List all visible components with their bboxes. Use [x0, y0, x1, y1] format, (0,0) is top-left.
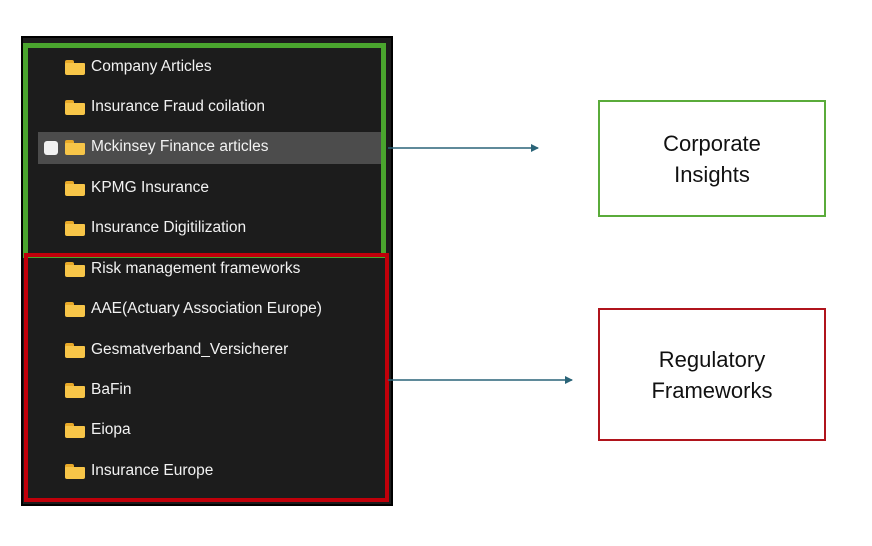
folder-label: Company Articles — [91, 58, 212, 75]
folder-label: AAE(Actuary Association Europe) — [91, 300, 322, 317]
folder-icon — [65, 140, 85, 155]
regulatory-frameworks-line1: Regulatory — [658, 346, 766, 372]
folder-label: Insurance Europe — [91, 462, 214, 479]
folder-item-eiopa[interactable]: Eiopa — [38, 415, 383, 447]
corporate-insights-line1: Corporate — [663, 130, 761, 156]
folder-icon — [65, 423, 85, 438]
checkbox-icon[interactable] — [44, 141, 58, 155]
folder-label: Insurance Fraud coilation — [91, 98, 266, 115]
folder-icon — [65, 181, 85, 196]
folder-label: KPMG Insurance — [91, 179, 210, 196]
regulatory-frameworks-line2: Frameworks — [651, 377, 773, 403]
folder-icon — [65, 464, 85, 479]
regulatory-frameworks-box: Regulatory Frameworks — [598, 308, 826, 441]
folder-item-risk-management[interactable]: Risk management frameworks — [38, 254, 383, 286]
folder-item-bafin[interactable]: BaFin — [38, 375, 383, 407]
folder-item-insurance-fraud[interactable]: Insurance Fraud coilation — [38, 92, 383, 124]
folder-label: Insurance Digitilization — [91, 219, 247, 236]
folder-label: Mckinsey Finance articles — [91, 138, 269, 155]
corporate-insights-box: Corporate Insights — [598, 100, 826, 217]
folder-item-aae[interactable]: AAE(Actuary Association Europe) — [38, 294, 383, 326]
folder-icon — [65, 221, 85, 236]
folder-item-insurance-digitilization[interactable]: Insurance Digitilization — [38, 213, 383, 245]
folder-icon — [65, 343, 85, 358]
folder-icon — [65, 100, 85, 115]
folder-icon — [65, 383, 85, 398]
folder-item-insurance-europe[interactable]: Insurance Europe — [38, 456, 383, 488]
corporate-insights-line2: Insights — [674, 161, 750, 187]
folder-label: Gesmatverband_Versicherer — [91, 341, 289, 358]
folder-item-kpmg[interactable]: KPMG Insurance — [38, 173, 383, 205]
folder-icon — [65, 302, 85, 317]
folder-label: Eiopa — [91, 421, 131, 438]
folder-icon — [65, 60, 85, 75]
folder-item-company-articles[interactable]: Company Articles — [38, 52, 383, 84]
folder-item-mckinsey[interactable]: Mckinsey Finance articles — [38, 132, 383, 164]
folder-item-gesmatverband[interactable]: Gesmatverband_Versicherer — [38, 335, 383, 367]
folder-icon — [65, 262, 85, 277]
folder-label: BaFin — [91, 381, 132, 398]
folder-label: Risk management frameworks — [91, 260, 301, 277]
